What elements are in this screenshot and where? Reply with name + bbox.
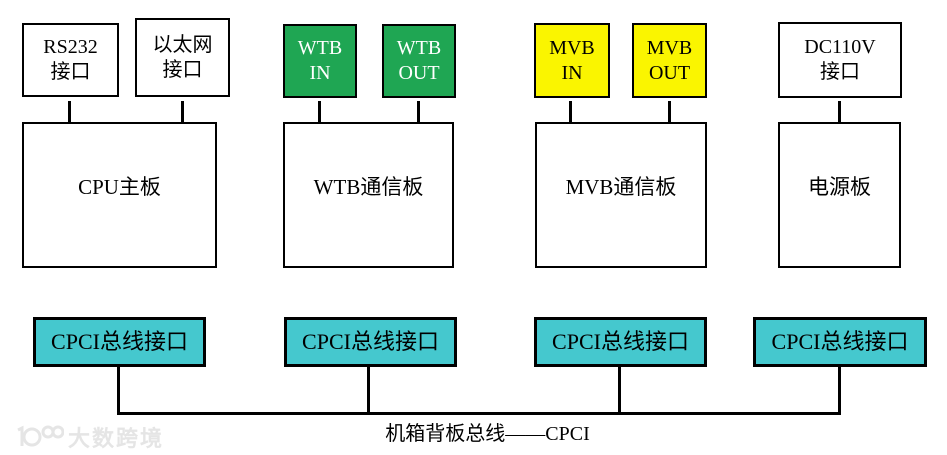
interface-label: OUT: [398, 62, 440, 84]
interface-label: 接口: [50, 61, 91, 83]
cpci-slot-1: CPCI总线接口: [33, 317, 206, 367]
board-box-power: 电源板: [778, 122, 901, 268]
watermark: 大数跨境: [12, 421, 164, 453]
interface-label: OUT: [648, 61, 691, 84]
cpci-slot-label: CPCI总线接口: [552, 329, 689, 355]
connector-line-dc110v: [838, 101, 841, 131]
backplane-bus-label: 机箱背板总线——CPCI: [385, 423, 590, 445]
watermark-logo-icon: [17, 425, 64, 447]
connector-line-rs232: [68, 101, 71, 134]
board-box-wtb: WTB通信板: [283, 122, 454, 268]
interface-box-wtb-in: WTB IN: [283, 24, 357, 98]
connector-line-wtb-out: [417, 101, 420, 134]
cpci-slot-label: CPCI总线接口: [771, 329, 909, 355]
interface-label: 以太网: [152, 33, 213, 56]
interface-box-wtb-out: WTB OUT: [382, 24, 456, 98]
board-label: WTB通信板: [313, 175, 424, 199]
interface-box-rs232: RS232 接口: [22, 23, 119, 97]
connector-line-mvb-in: [569, 101, 572, 134]
board-box-cpu: CPU主板: [22, 122, 217, 268]
board-box-mvb: MVB通信板: [535, 122, 707, 268]
board-label: CPU主板: [78, 175, 161, 199]
backplane-bus-line: [117, 412, 841, 415]
interface-label: WTB: [297, 37, 343, 59]
board-label: MVB通信板: [565, 175, 677, 199]
interface-box-dc110v: DC110V 接口: [778, 22, 902, 98]
cpci-slot-label: CPCI总线接口: [302, 329, 439, 355]
bus-drop-line-2: [367, 367, 370, 415]
interface-label: DC110V: [804, 36, 876, 58]
interface-label: MVB: [646, 36, 693, 59]
interface-label: IN: [309, 62, 331, 84]
interface-label: WTB: [396, 37, 442, 59]
connector-line-mvb-out: [668, 101, 671, 134]
connector-line-wtb-in: [318, 101, 321, 134]
interface-label: MVB: [549, 36, 595, 59]
connector-line-ethernet: [181, 101, 184, 134]
cpci-slot-2: CPCI总线接口: [284, 317, 457, 367]
cpci-slot-label: CPCI总线接口: [51, 329, 188, 355]
board-label: 电源板: [808, 175, 871, 199]
watermark-text: 大数跨境: [68, 426, 165, 451]
interface-box-mvb-out: MVB OUT: [632, 23, 707, 98]
interface-label: RS232: [43, 36, 98, 58]
cpci-slot-3: CPCI总线接口: [534, 317, 707, 367]
bus-drop-line-4: [838, 367, 841, 415]
cpci-slot-4: CPCI总线接口: [753, 317, 927, 367]
bus-drop-line-1: [117, 367, 120, 415]
interface-label: 接口: [162, 58, 203, 81]
interface-label: IN: [561, 61, 583, 84]
bus-drop-line-3: [618, 367, 621, 415]
interface-box-ethernet: 以太网 接口: [135, 18, 230, 97]
interface-box-mvb-in: MVB IN: [534, 23, 610, 98]
interface-label: 接口: [820, 61, 860, 83]
